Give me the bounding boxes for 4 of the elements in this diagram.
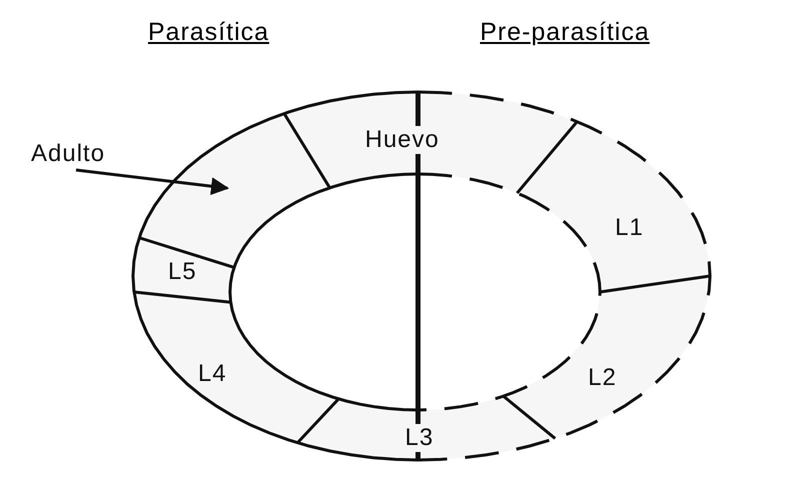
section-heading: Parasítica xyxy=(148,18,270,47)
section-heading: Pre-parasítica xyxy=(480,18,650,47)
stage-name: Adulto xyxy=(30,140,106,168)
arrow xyxy=(76,168,230,196)
